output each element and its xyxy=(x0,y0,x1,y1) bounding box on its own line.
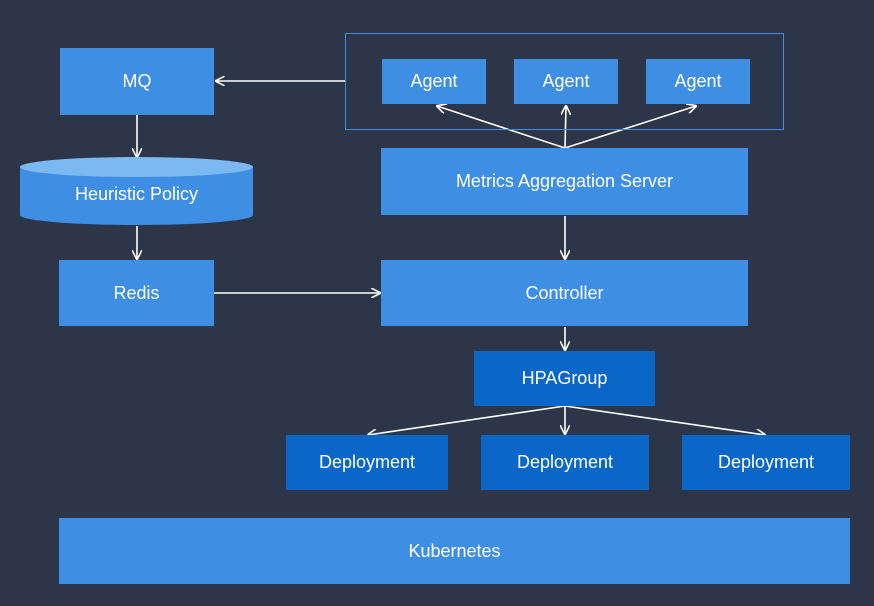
arrow-server-to-agent-2 xyxy=(565,106,566,149)
agent-node-1: Agent xyxy=(382,59,486,104)
redis-node: Redis xyxy=(59,260,214,326)
agent-group xyxy=(345,33,784,130)
deployment-node-1: Deployment xyxy=(286,435,448,490)
arrow-server-to-agent-1 xyxy=(437,106,566,149)
deployment-node-2: Deployment xyxy=(481,435,649,490)
controller-node: Controller xyxy=(381,260,748,326)
agent-node-2: Agent xyxy=(514,59,618,104)
agent-node-3: Agent xyxy=(646,59,750,104)
heuristic-policy-cylinder xyxy=(20,157,253,225)
arrow-hpagroup-to-deployment-1 xyxy=(368,405,566,435)
metrics-aggregation-server-node: Metrics Aggregation Server xyxy=(381,148,748,215)
arrow-hpagroup-to-deployment-3 xyxy=(564,405,765,435)
deployment-node-3: Deployment xyxy=(682,435,850,490)
hpagroup-node: HPAGroup xyxy=(474,351,655,406)
mq-node: MQ xyxy=(60,48,214,115)
kubernetes-node: Kubernetes xyxy=(59,518,850,584)
arrow-server-to-agent-3 xyxy=(564,106,696,149)
heuristic-policy-label: Heuristic Policy xyxy=(74,183,199,204)
